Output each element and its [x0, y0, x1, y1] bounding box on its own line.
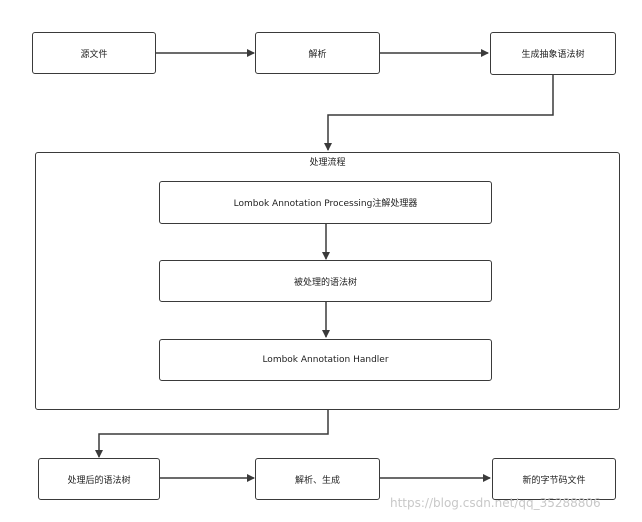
- node-parse-generate-label: 解析、生成: [294, 475, 340, 486]
- node-annotation-handler: Lombok Annotation Handler: [159, 339, 492, 381]
- node-new-bytecode-file: 新的字节码文件: [492, 458, 616, 500]
- node-annotation-handler-label: Lombok Annotation Handler: [262, 355, 389, 365]
- processing-flow-group: 处理流程: [35, 152, 620, 410]
- node-parse-generate: 解析、生成: [255, 458, 380, 500]
- node-processed-ast-inner: 被处理的语法树: [159, 260, 492, 302]
- node-parse: 解析: [255, 32, 380, 74]
- node-source-file: 源文件: [32, 32, 156, 74]
- edge-group-to-processed-ast: [95, 410, 329, 458]
- node-parse-label: 解析: [308, 49, 327, 60]
- node-processed-ast-inner-label: 被处理的语法树: [293, 277, 357, 288]
- node-annotation-processor-label: Lombok Annotation Processing注解处理器: [233, 199, 418, 209]
- node-source-file-label: 源文件: [80, 49, 108, 60]
- node-new-bytecode-file-label: 新的字节码文件: [522, 475, 586, 486]
- processing-flow-title: 处理流程: [309, 158, 346, 168]
- node-processed-ast-label: 处理后的语法树: [67, 475, 131, 486]
- node-generate-ast: 生成抽象语法树: [490, 32, 616, 75]
- watermark-text: https://blog.csdn.net/qq_35288806: [390, 496, 601, 510]
- node-processed-ast: 处理后的语法树: [38, 458, 160, 500]
- node-annotation-processor: Lombok Annotation Processing注解处理器: [159, 181, 492, 224]
- node-generate-ast-label: 生成抽象语法树: [521, 50, 585, 60]
- edge-ast-to-group: [324, 75, 554, 151]
